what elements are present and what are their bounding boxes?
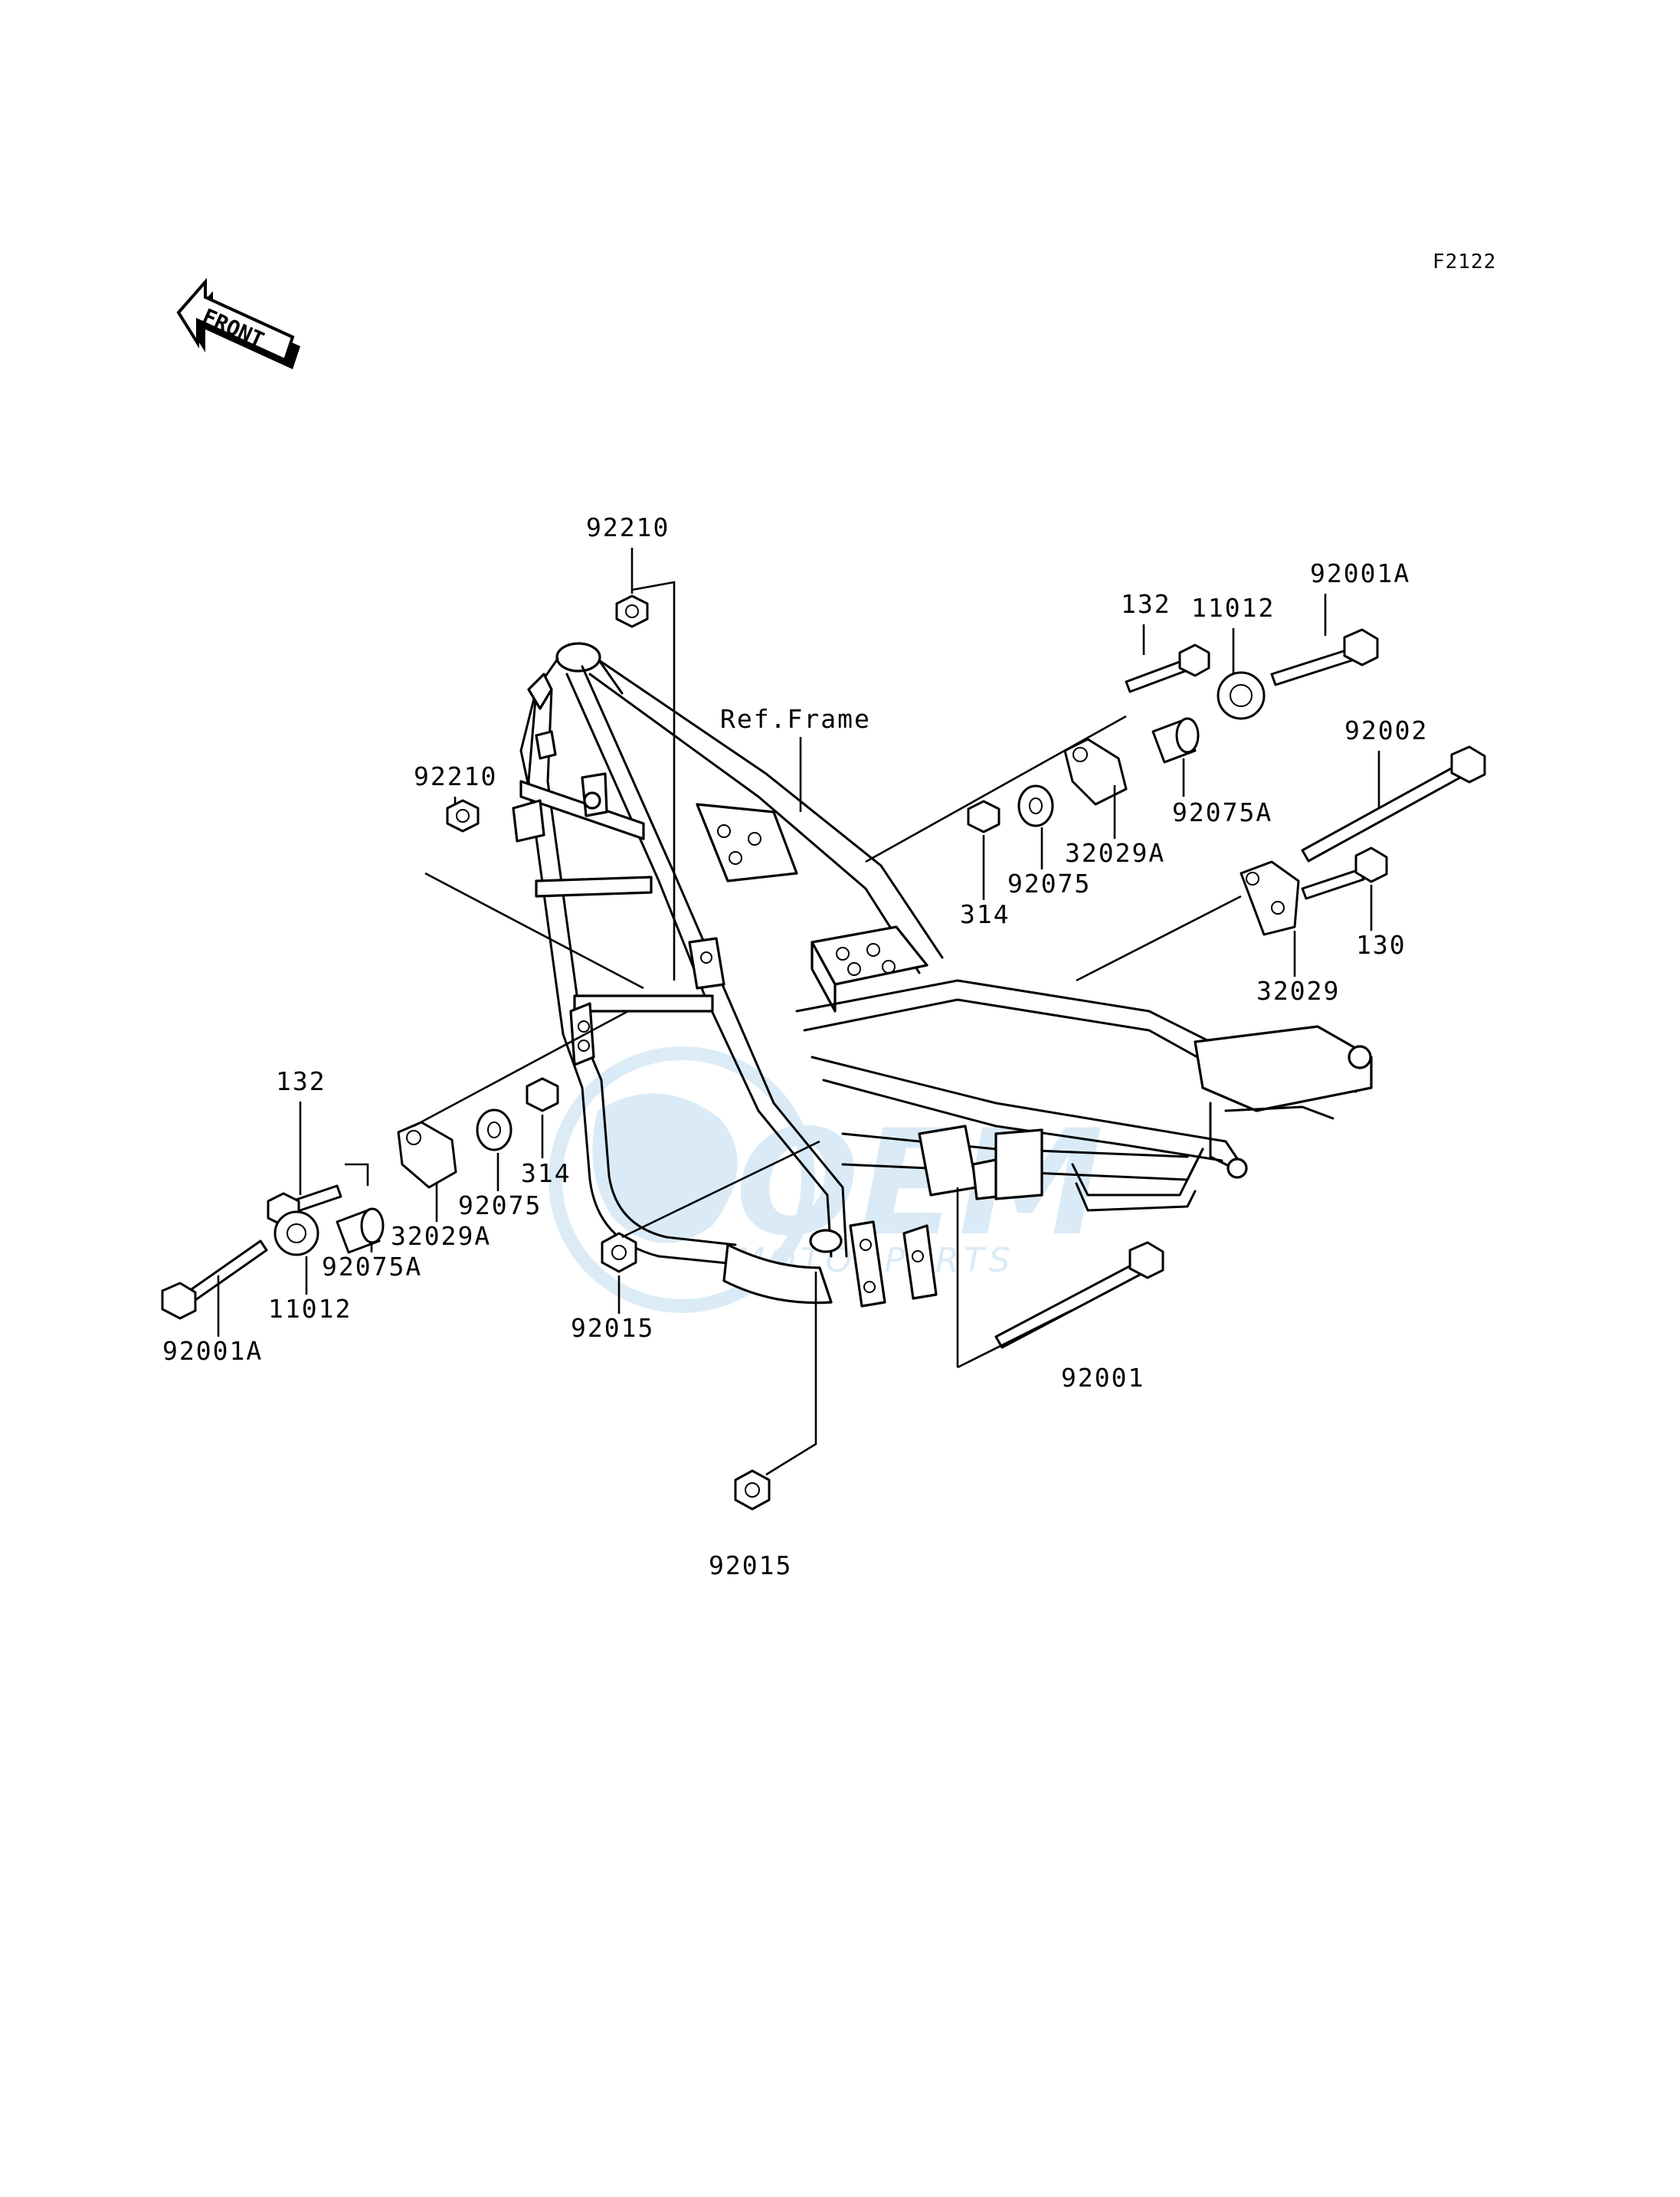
bolt-92001 xyxy=(994,1241,1164,1349)
bolt-92001A-right xyxy=(1270,628,1379,686)
label-130: 130 xyxy=(1356,930,1407,960)
bushing-92075A-left xyxy=(336,1207,385,1254)
nut-92015-mid xyxy=(601,1232,637,1273)
label-314-right: 314 xyxy=(960,899,1010,929)
label-92001A-right: 92001A xyxy=(1310,558,1410,588)
label-92001: 92001 xyxy=(1061,1363,1145,1393)
label-92015-mid: 92015 xyxy=(571,1313,654,1343)
nut-314-left xyxy=(526,1077,559,1112)
label-11012-left: 11012 xyxy=(268,1294,352,1324)
label-92001A-left: 92001A xyxy=(162,1336,263,1366)
label-92075A-left: 92075A xyxy=(322,1252,422,1282)
bolt-132-right xyxy=(1125,643,1210,693)
nut-314-right xyxy=(967,800,1000,833)
nut-92015-bottom xyxy=(734,1469,771,1511)
nut-92210-left xyxy=(446,799,480,833)
collar-11012-left xyxy=(273,1210,319,1256)
collar-11012-right xyxy=(1217,671,1266,720)
bolt-92001A-left xyxy=(161,1239,268,1320)
label-11012-right: 11012 xyxy=(1191,593,1275,623)
bushing-92075-left xyxy=(476,1108,513,1151)
front-arrow-icon: FRONT xyxy=(176,277,300,369)
label-132-left: 132 xyxy=(276,1066,326,1096)
bracket-32029A-right xyxy=(1063,738,1128,806)
ref-frame-label: Ref.Frame xyxy=(720,704,871,734)
label-92075-right: 92075 xyxy=(1007,869,1091,899)
label-92075A-right: 92075A xyxy=(1172,797,1272,827)
label-32029A-right: 32029A xyxy=(1065,838,1165,868)
bolt-130 xyxy=(1301,846,1388,900)
label-92015-bottom: 92015 xyxy=(709,1550,792,1580)
label-32029A-left: 32029A xyxy=(391,1221,491,1251)
bushing-92075-right xyxy=(1017,784,1054,827)
nut-92210-top xyxy=(615,594,649,628)
bracket-32029A-left xyxy=(397,1121,457,1189)
label-314-left: 314 xyxy=(521,1158,571,1188)
figure-code: F2122 xyxy=(1433,250,1496,273)
label-32029: 32029 xyxy=(1256,976,1340,1006)
plate-32029 xyxy=(1240,860,1300,936)
motorcycle-frame xyxy=(512,642,1373,1308)
bushing-92075A-right xyxy=(1151,717,1200,764)
bolt-92002 xyxy=(1301,745,1486,863)
label-92075-left: 92075 xyxy=(458,1190,542,1220)
label-92210-left: 92210 xyxy=(414,761,497,791)
label-92210-top: 92210 xyxy=(586,512,670,542)
bolt-132-left xyxy=(267,1184,342,1227)
label-132-right: 132 xyxy=(1121,589,1171,619)
label-92002: 92002 xyxy=(1344,715,1428,745)
